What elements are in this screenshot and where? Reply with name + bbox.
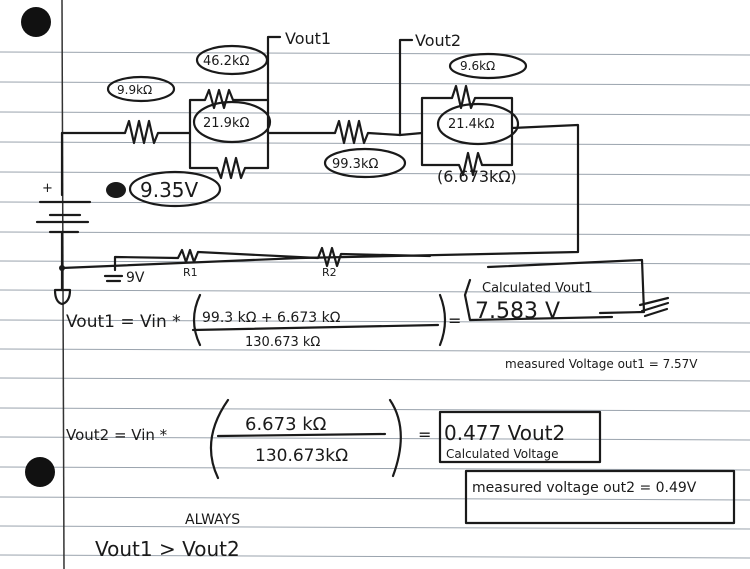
source-label: 9V [126,270,145,286]
ruled-lines [0,51,750,559]
numerator: 6.673 kΩ [245,414,327,435]
calculated-vout1: 7.583 V [475,299,560,324]
equals-sign: = [418,425,431,444]
battery-voltage: 9.35V [140,178,199,202]
equals-sign: = [448,311,461,330]
conclusion-heading: ALWAYS [185,512,240,528]
conclusion-statement: Vout1 > Vout2 [95,537,240,561]
resistor-value: 21.4kΩ [448,117,494,132]
equation-vout1: Vout1 = Vin * 99.3 kΩ + 6.673 kΩ 130.673… [66,258,698,371]
resistor-value: 21.9kΩ [203,116,249,131]
denominator: 130.673 kΩ [245,335,320,350]
circuit-diagram [35,35,670,318]
resistor-value: 46.2kΩ [203,54,249,69]
result-caption: Calculated Vout1 [482,281,593,296]
equation-vout2: Vout2 = Vin * 6.673 kΩ 130.673kΩ = 0.477… [66,398,736,525]
measured-vout1: measured Voltage out1 = 7.57V [505,357,698,371]
resistor-value: 9.6kΩ [460,59,495,73]
equation-lhs: Vout2 = Vin * [66,426,168,444]
battery-plus: + [42,181,53,196]
equation-lhs: Vout1 = Vin * [66,312,181,332]
vout1-label: Vout1 [285,29,331,48]
parallel-resistance: (6.673kΩ) [437,167,517,186]
resistor-value: 9.9kΩ [117,83,152,97]
calculated-vout2: 0.477 Vout2 [444,421,565,445]
numerator: 99.3 kΩ + 6.673 kΩ [202,310,341,326]
measured-vout2: measured voltage out2 = 0.49V [472,480,697,496]
result-caption: Calculated Voltage [446,447,559,461]
denominator: 130.673kΩ [255,446,348,466]
vout2-label: Vout2 [415,31,461,50]
binder-hole [21,7,51,37]
binder-hole [25,457,55,487]
r1-label: R1 [183,266,198,279]
resistor-value: 99.3kΩ [332,157,378,172]
r2-label: R2 [322,266,337,279]
